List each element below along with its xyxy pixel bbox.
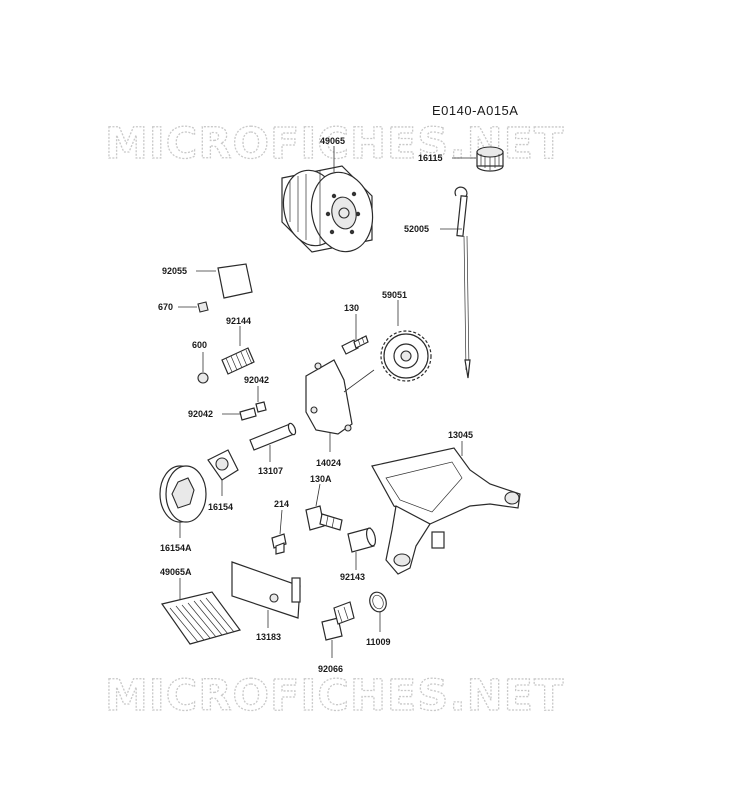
gear-part[interactable] [380, 330, 432, 382]
pump-plate-part[interactable] [305, 359, 353, 435]
label-130A: 130A [310, 474, 332, 484]
dipstick-part[interactable] [454, 186, 471, 379]
o-ring-part[interactable] [367, 590, 389, 614]
label-13107: 13107 [258, 466, 283, 476]
watermark-bottom: MICROFICHES.NET [105, 671, 564, 721]
label-16115: 16115 [418, 153, 443, 163]
oil-filter-part[interactable] [277, 165, 380, 257]
label-13045: 13045 [448, 430, 473, 440]
filter-screen-part[interactable] [161, 591, 241, 645]
bolt-214-part[interactable] [271, 533, 287, 555]
ball-part[interactable] [197, 372, 209, 384]
label-49065: 49065 [320, 136, 345, 146]
bolt-130-part[interactable] [341, 335, 369, 355]
outer-rotor-part[interactable] [159, 465, 207, 523]
pin-92042-lower[interactable] [239, 407, 257, 421]
oil-cap-part[interactable] [476, 146, 504, 172]
label-52005: 52005 [404, 224, 429, 234]
rotor-16154-part[interactable] [207, 449, 239, 481]
bolt-130A-part[interactable] [305, 505, 343, 531]
label-600: 600 [192, 340, 207, 350]
diagram-code: E0140-A015A [432, 103, 518, 118]
label-13183: 13183 [256, 632, 281, 642]
label-92066: 92066 [318, 664, 343, 674]
plug-670-part[interactable] [197, 301, 209, 313]
label-14024: 14024 [316, 458, 341, 468]
label-92143: 92143 [340, 572, 365, 582]
label-670: 670 [158, 302, 173, 312]
label-92042-upper: 92042 [244, 375, 269, 385]
label-130: 130 [344, 303, 359, 313]
label-59051: 59051 [382, 290, 407, 300]
bracket-part[interactable] [231, 561, 301, 619]
collar-part[interactable] [347, 527, 377, 553]
drain-plug-part[interactable] [321, 601, 355, 641]
gasket-part[interactable] [217, 263, 253, 299]
spring-part[interactable] [221, 347, 255, 375]
label-16154: 16154 [208, 502, 233, 512]
label-16154A: 16154A [160, 543, 192, 553]
label-92144: 92144 [226, 316, 251, 326]
label-49065A: 49065A [160, 567, 192, 577]
label-92042-lower: 92042 [188, 409, 213, 419]
oil-strainer-part[interactable] [371, 447, 521, 575]
pin-92042-upper[interactable] [255, 401, 267, 413]
label-11009: 11009 [366, 637, 391, 647]
label-92055: 92055 [162, 266, 187, 276]
label-214: 214 [274, 499, 289, 509]
shaft-part[interactable] [249, 422, 297, 451]
